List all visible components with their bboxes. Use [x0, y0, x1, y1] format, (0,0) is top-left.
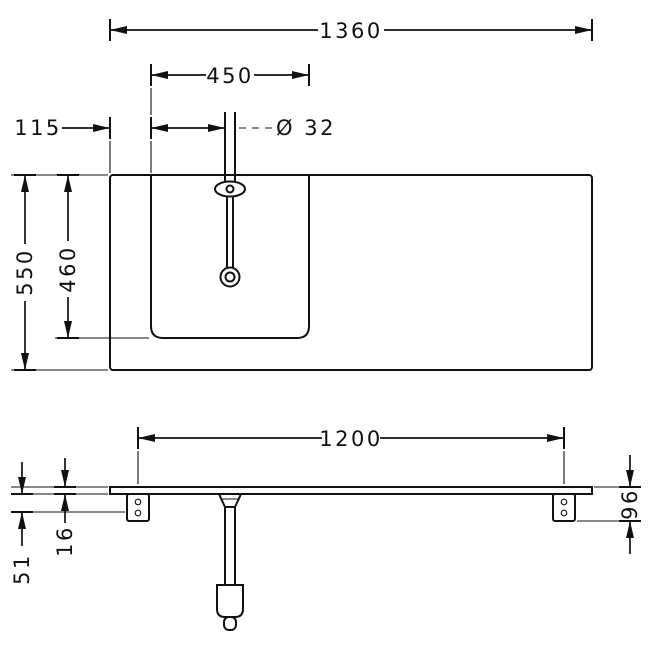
waste-drain	[219, 266, 241, 288]
waste-drain-inner	[224, 271, 236, 283]
dim-tap-hole: Ø 32	[150, 116, 336, 140]
wall-bracket-right	[552, 493, 576, 522]
mixer-tap	[214, 180, 246, 198]
front-view: 1200 16 51 96	[10, 427, 642, 631]
bracket-hole	[560, 498, 568, 506]
bottle-trap	[216, 584, 244, 618]
dim-edge-offset-label: 115	[14, 116, 62, 140]
dim-panel-thickness: 16	[53, 458, 77, 557]
drain-trap	[216, 493, 244, 631]
dim-basin-depth: 460	[55, 174, 149, 339]
dim-overall-depth-label: 550	[13, 248, 37, 296]
bracket-body	[126, 493, 150, 522]
dim-basin-width-label: 450	[206, 64, 254, 88]
waste-flange	[217, 493, 243, 508]
console-panel	[109, 486, 593, 495]
dim-basin-width: 450	[150, 64, 310, 173]
bracket-hole	[134, 498, 142, 506]
dim-fixing-offset: 51	[10, 462, 34, 585]
dim-panel-thickness-label: 16	[53, 525, 77, 557]
dim-basin-depth-label: 460	[56, 245, 80, 293]
bracket-body	[552, 493, 576, 522]
dim-fixing-offset-label: 51	[10, 553, 34, 585]
bracket-hole	[560, 509, 568, 517]
dim-edge-offset: 115	[14, 116, 111, 173]
trap-cap	[223, 616, 237, 631]
dim-bracket-height-label: 96	[618, 488, 642, 520]
dim-overall-width-label: 1360	[319, 19, 382, 43]
console-outline	[109, 174, 593, 371]
dim-bracket-spacing: 1200	[137, 427, 565, 484]
dim-bracket-spacing-label: 1200	[319, 427, 382, 451]
dim-bracket-height: 96	[577, 455, 642, 554]
dim-tap-hole-label: Ø 32	[276, 116, 336, 140]
mixer-tap-center	[225, 184, 235, 194]
wall-bracket-left	[126, 493, 150, 522]
dim-overall-width: 1360	[109, 19, 593, 43]
bracket-hole	[134, 509, 142, 517]
basin-cutout	[150, 175, 310, 339]
plan-view: 1360 450 115 Ø 32	[11, 19, 593, 371]
